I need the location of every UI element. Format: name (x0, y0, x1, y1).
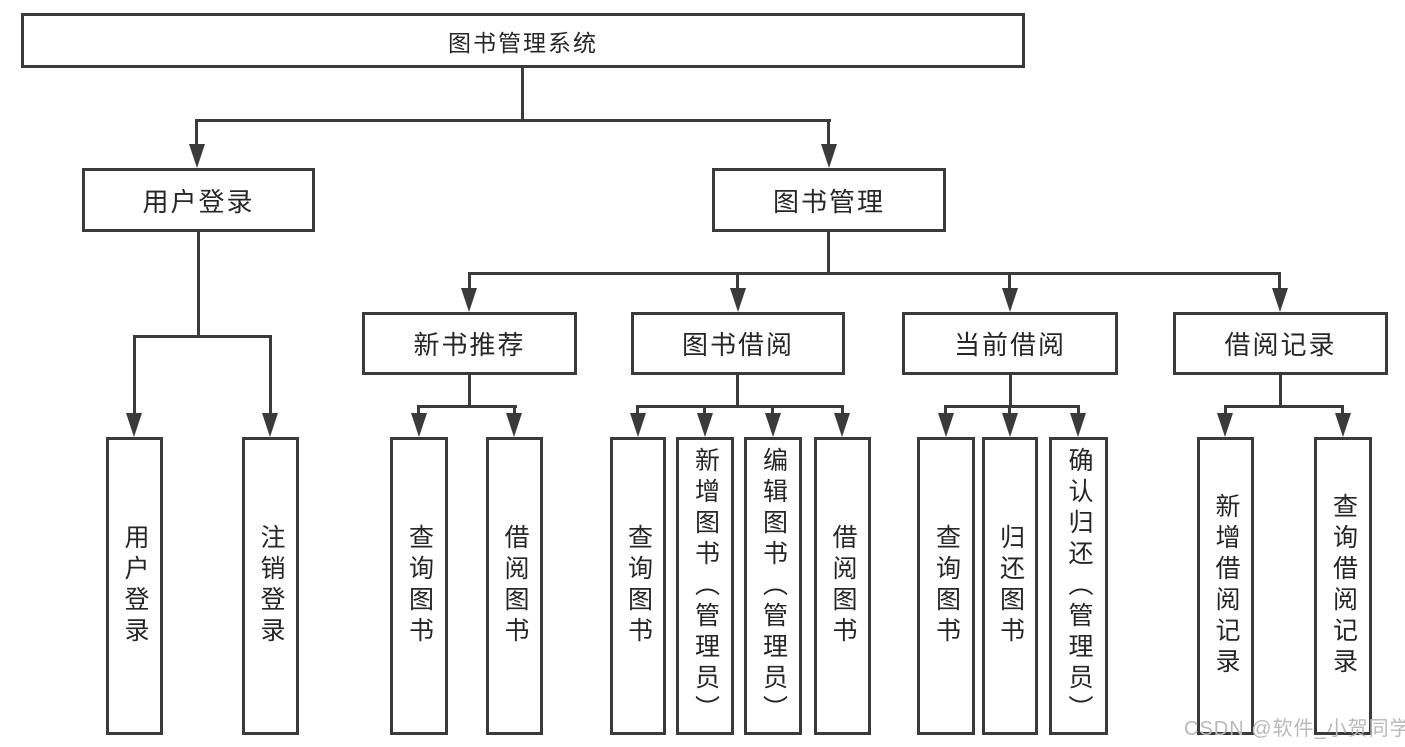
node-label: 用户登录 (121, 524, 149, 648)
connector-segment (417, 405, 420, 415)
node-book-management: 图书管理 (712, 168, 946, 232)
arrowhead (1002, 288, 1018, 312)
arrowhead (765, 413, 781, 437)
connector-segment (827, 232, 830, 275)
arrowhead (1070, 413, 1086, 437)
connector-segment (771, 405, 774, 415)
arrowhead (834, 413, 850, 437)
leaf-edit-books-admin: 编辑图书（管理员） (744, 437, 802, 735)
connector-segment (513, 405, 516, 415)
arrowhead (189, 144, 205, 168)
node-new-book-recommend: 新书推荐 (362, 312, 577, 375)
connector-segment (736, 375, 739, 408)
connector-segment (468, 375, 471, 408)
node-label: 确认归还（管理员） (1065, 446, 1093, 726)
connector-segment (703, 405, 706, 415)
leaf-query-borrow-record: 查询借阅记录 (1314, 437, 1372, 735)
connector-segment (1341, 405, 1344, 415)
connector-segment (468, 272, 471, 290)
connector-segment (133, 335, 136, 415)
node-label: 注销登录 (257, 524, 285, 648)
connector-segment (944, 405, 1080, 408)
node-book-borrowing: 图书借阅 (631, 312, 845, 375)
connector-segment (468, 272, 1281, 275)
node-label: 借阅记录 (1224, 330, 1337, 360)
connector-segment (636, 405, 844, 408)
arrowhead (411, 413, 427, 437)
arrowhead (730, 288, 746, 312)
csdn-watermark: CSDN @软件_小贺同学 (1184, 718, 1405, 740)
leaf-logout: 注销登录 (242, 437, 299, 735)
leaf-add-books-admin: 新增图书（管理员） (676, 437, 734, 735)
connector-segment (196, 119, 831, 122)
node-label: 用户登录 (142, 186, 255, 217)
connector-segment (736, 272, 739, 290)
node-label: 查询图书 (932, 524, 961, 648)
arrowhead (126, 413, 142, 437)
leaf-confirm-return-admin: 确认归还（管理员） (1049, 437, 1108, 735)
connector-segment (1224, 405, 1344, 408)
connector-segment (133, 335, 272, 338)
node-label: 查询图书 (624, 524, 653, 648)
node-label: 查询图书 (405, 524, 434, 648)
connector-segment (1279, 375, 1282, 408)
connector-segment (636, 405, 639, 415)
node-label: 图书借阅 (681, 330, 794, 360)
leaf-query-books-2: 查询图书 (610, 437, 666, 735)
connector-segment (269, 335, 272, 415)
node-user-login: 用户登录 (82, 168, 315, 232)
node-label: 图书管理系统 (448, 29, 598, 56)
connector-segment (1008, 272, 1011, 290)
connector-segment (1008, 405, 1011, 415)
arrowhead (1217, 413, 1233, 437)
leaf-add-borrow-record: 新增借阅记录 (1197, 437, 1254, 735)
connector-segment (841, 405, 844, 415)
node-label: 图书管理 (772, 186, 885, 217)
leaf-borrow-books-2: 借阅图书 (814, 437, 871, 735)
arrowhead (1002, 413, 1018, 437)
node-current-borrowing: 当前借阅 (902, 312, 1118, 375)
node-label: 新书推荐 (413, 330, 526, 360)
arrowhead (1272, 288, 1288, 312)
node-root: 图书管理系统 (21, 13, 1025, 68)
connector-segment (417, 405, 517, 408)
connector-segment (944, 405, 947, 415)
connector-segment (1009, 375, 1012, 408)
arrowhead (697, 413, 713, 437)
connector-segment (827, 119, 830, 146)
node-label: 编辑图书（管理员） (759, 446, 788, 726)
node-label: 当前借阅 (953, 330, 1066, 360)
leaf-borrow-books-1: 借阅图书 (486, 437, 543, 735)
connector-segment (1077, 405, 1080, 415)
node-label: 新增借阅记录 (1212, 493, 1240, 679)
node-label: 借阅图书 (829, 524, 857, 648)
connector-segment (1224, 405, 1227, 415)
node-borrowing-records: 借阅记录 (1173, 312, 1388, 375)
node-label: 查询借阅记录 (1329, 493, 1358, 679)
leaf-query-books-3: 查询图书 (917, 437, 975, 735)
node-label: 归还图书 (996, 524, 1025, 648)
node-label: 借阅图书 (501, 524, 529, 648)
arrowhead (461, 288, 477, 312)
arrowhead (938, 413, 954, 437)
leaf-user-login: 用户登录 (106, 437, 163, 735)
connector-segment (521, 68, 524, 122)
arrowhead (630, 413, 646, 437)
arrowhead (1335, 413, 1351, 437)
leaf-return-books: 归还图书 (982, 437, 1038, 735)
connector-segment (197, 232, 200, 338)
arrowhead (262, 413, 278, 437)
connector-segment (195, 119, 198, 146)
node-label: 新增图书（管理员） (691, 446, 720, 726)
connector-segment (1278, 272, 1281, 290)
arrowhead (506, 413, 522, 437)
arrowhead (821, 144, 837, 168)
leaf-query-books-1: 查询图书 (390, 437, 448, 735)
